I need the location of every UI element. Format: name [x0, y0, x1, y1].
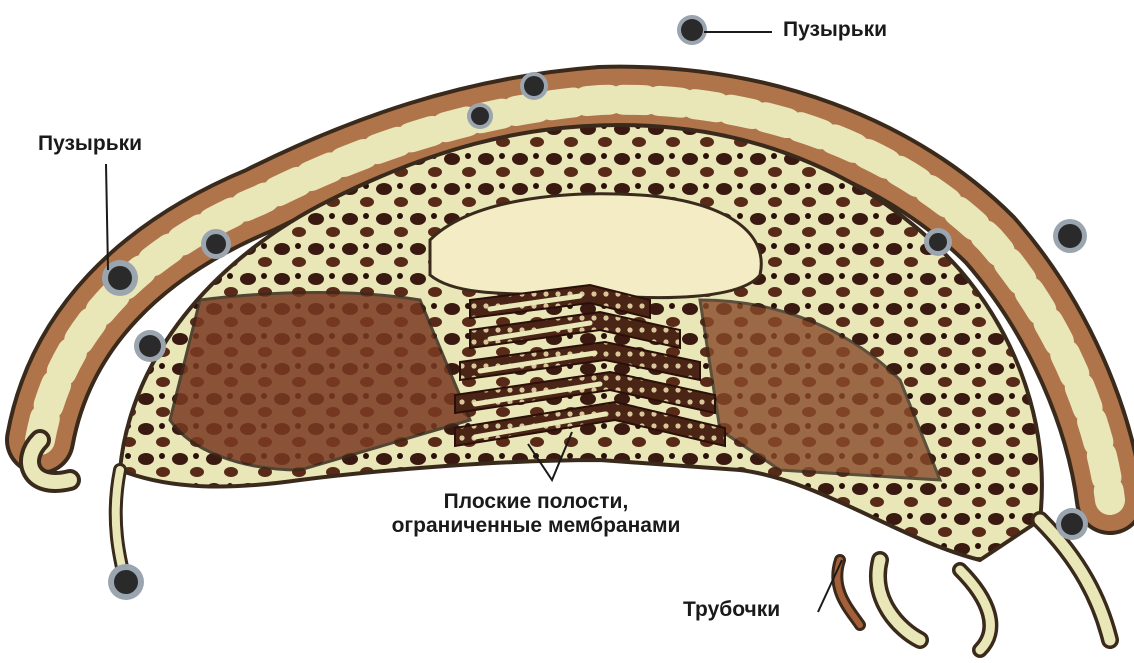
- label-flat-cavities: Плоские полости, ограниченные мембранами: [336, 490, 736, 538]
- vesicle: [201, 229, 231, 259]
- vesicle: [924, 228, 952, 256]
- label-vesicles-left: Пузырьки: [38, 132, 142, 156]
- label-flat-cavities-line2: ограниченные мембранами: [336, 514, 736, 538]
- vesicle: [520, 72, 548, 100]
- vesicle: [1053, 219, 1087, 253]
- label-vesicles-top: Пузырьки: [783, 18, 887, 42]
- vesicle: [467, 103, 493, 129]
- vesicle: [134, 330, 166, 362]
- vesicle: [1056, 508, 1088, 540]
- vesicle: [677, 15, 707, 45]
- leader-vesicles-left: [106, 164, 108, 270]
- vesicle: [108, 564, 144, 600]
- label-flat-cavities-line1: Плоские полости,: [336, 490, 736, 514]
- label-tubules: Трубочки: [683, 598, 780, 622]
